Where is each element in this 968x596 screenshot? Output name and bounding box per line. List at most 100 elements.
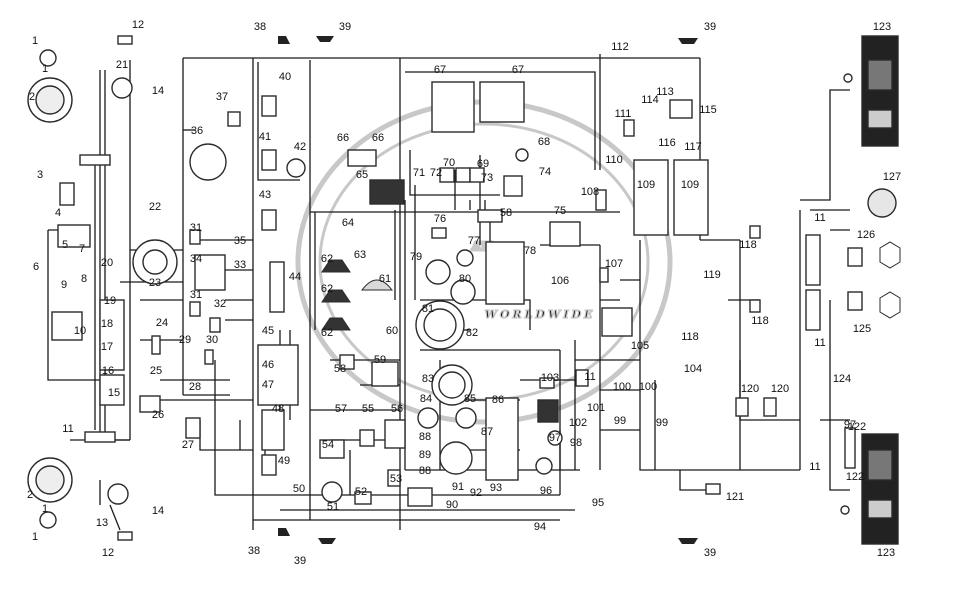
fuse-box-icon xyxy=(479,81,525,123)
fuse-panel-icon xyxy=(485,397,519,481)
callout-label: 48 xyxy=(272,403,284,415)
callout-label: 118 xyxy=(739,239,757,251)
callout-label: 113 xyxy=(656,86,674,98)
callout-label: 1 xyxy=(42,503,48,515)
rear-lamp-lens-icon xyxy=(867,499,893,519)
callout-label: 51 xyxy=(327,501,339,513)
callout-label: 12 xyxy=(102,547,114,559)
callout-label: 61 xyxy=(379,273,391,285)
callout-label: 47 xyxy=(262,379,274,391)
marker-lamp-icon xyxy=(117,35,133,45)
callout-label: 2 xyxy=(29,91,35,103)
callout-label: 13 xyxy=(96,517,108,529)
callout-label: 105 xyxy=(631,340,649,352)
relay-icon xyxy=(261,409,285,451)
headlight-lens-icon xyxy=(35,465,65,495)
headlamp-relay-icon xyxy=(633,159,669,236)
switch-icon xyxy=(575,369,589,387)
beacon-lamp-icon xyxy=(867,188,897,218)
switch-icon xyxy=(261,149,277,171)
callout-label: 58 xyxy=(334,363,346,375)
connector-icon xyxy=(371,361,399,387)
callout-label: 27 xyxy=(182,439,194,451)
ground-lamp-icon xyxy=(316,36,334,42)
sensor-icon xyxy=(749,225,761,239)
components-layer xyxy=(27,35,901,545)
callout-label: 21 xyxy=(116,59,128,71)
callout-label: 96 xyxy=(540,485,552,497)
relay-icon xyxy=(469,167,485,183)
switch-icon xyxy=(384,419,406,449)
callout-label: 18 xyxy=(101,318,113,330)
callout-label: 3 xyxy=(37,169,43,181)
lamp-socket-icon xyxy=(847,291,863,311)
callout-label: 104 xyxy=(684,363,702,375)
callout-label: 1 xyxy=(42,63,48,75)
callout-label: 33 xyxy=(234,259,246,271)
callout-label: 32 xyxy=(214,298,226,310)
switch-icon xyxy=(537,399,559,423)
wire xyxy=(800,89,850,201)
callout-label: 126 xyxy=(857,229,875,241)
callout-label: 117 xyxy=(684,141,702,153)
callout-label: 38 xyxy=(254,21,266,33)
callout-label: 86 xyxy=(492,394,504,406)
callout-label: 108 xyxy=(581,186,599,198)
callout-label: 127 xyxy=(883,171,901,183)
relay-icon xyxy=(261,454,277,476)
callout-label: 30 xyxy=(206,334,218,346)
callout-label: 4 xyxy=(55,207,61,219)
callout-label: 25 xyxy=(150,365,162,377)
callout-label: 1 xyxy=(32,35,38,47)
fuse-panel-icon xyxy=(485,241,525,305)
callout-label: 99 xyxy=(656,417,668,429)
callout-label: 29 xyxy=(179,334,191,346)
wire xyxy=(405,71,596,170)
callout-label: 62 xyxy=(321,253,333,265)
sensor-icon xyxy=(189,301,201,317)
callout-label: 34 xyxy=(190,253,202,265)
callout-label: 120 xyxy=(771,383,789,395)
callout-label: 44 xyxy=(289,271,301,283)
sensor-icon xyxy=(595,189,607,211)
callout-label: 84 xyxy=(420,393,432,405)
callout-label: 85 xyxy=(464,393,476,405)
wire xyxy=(679,470,710,491)
regulator-icon xyxy=(194,254,226,291)
callout-label: 100 xyxy=(639,381,657,393)
callout-label: 40 xyxy=(279,71,291,83)
callout-label: 125 xyxy=(853,323,871,335)
callout-label: 39 xyxy=(294,555,306,567)
wire xyxy=(739,360,800,421)
callout-label: 116 xyxy=(658,137,676,149)
ground-lamp-icon xyxy=(678,38,698,44)
callout-label: 62 xyxy=(321,283,333,295)
callout-label: 12 xyxy=(132,19,144,31)
relay-icon xyxy=(535,457,553,475)
wire-harness xyxy=(47,54,850,531)
connector-block-icon xyxy=(805,234,821,286)
callout-label: 31 xyxy=(190,289,202,301)
switch-icon xyxy=(431,227,447,239)
callout-label: 82 xyxy=(466,327,478,339)
relay-icon xyxy=(319,439,345,459)
callout-label: 57 xyxy=(335,403,347,415)
callout-label: 112 xyxy=(611,41,629,53)
horn-icon xyxy=(107,483,129,505)
callout-label: 78 xyxy=(524,245,536,257)
wire xyxy=(47,230,100,381)
callout-label: 71 xyxy=(413,167,425,179)
switch-icon xyxy=(669,99,693,119)
callout-label: 42 xyxy=(294,141,306,153)
coil-icon xyxy=(227,111,241,127)
lamp-icon xyxy=(763,397,777,417)
callout-label: 49 xyxy=(278,455,290,467)
speedometer-dial-icon xyxy=(423,308,457,342)
flasher-icon xyxy=(879,291,901,319)
callout-label: 36 xyxy=(191,125,203,137)
callout-label: 88 xyxy=(419,465,431,477)
sensor-icon xyxy=(139,395,161,413)
watermark-text-bottom: WORLDWIDE xyxy=(485,308,596,321)
callout-label: 9 xyxy=(61,279,67,291)
callout-label: 45 xyxy=(262,325,274,337)
